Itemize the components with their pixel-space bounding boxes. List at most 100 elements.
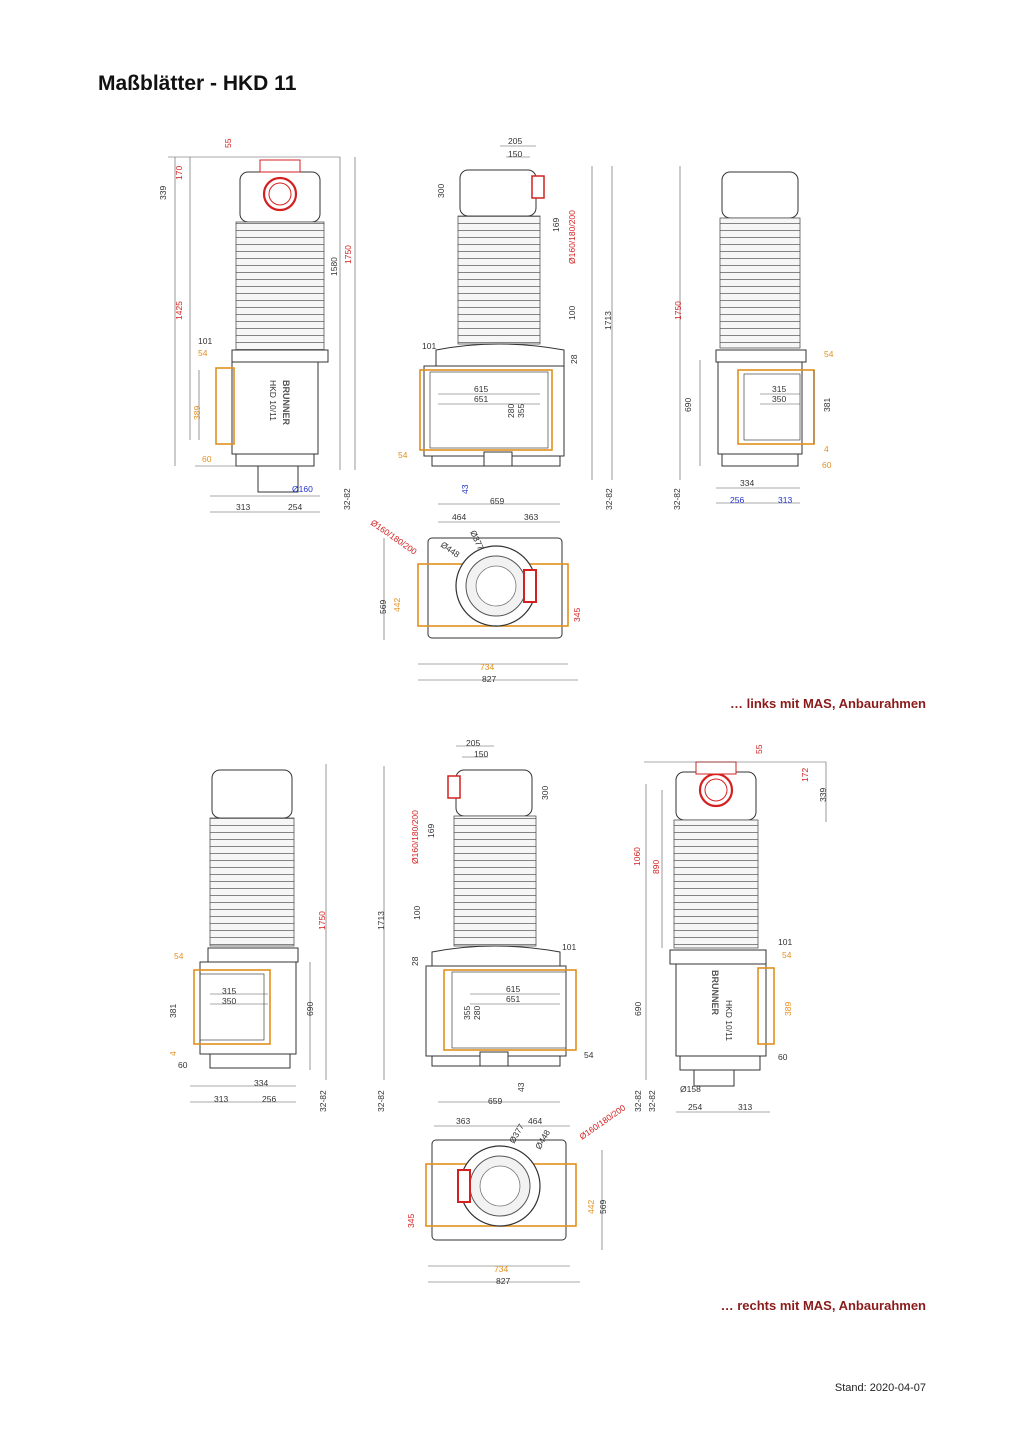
svg-text:Ø160: Ø160 <box>292 484 313 494</box>
svg-text:651: 651 <box>474 394 488 404</box>
svg-text:313: 313 <box>214 1094 228 1104</box>
view-links-top: 464 363 Ø160/180/200 Ø448 Ø377 569 442 3… <box>369 512 582 684</box>
svg-text:32-82: 32-82 <box>647 1090 657 1112</box>
svg-text:28: 28 <box>569 354 579 364</box>
svg-text:101: 101 <box>422 341 436 351</box>
svg-text:205: 205 <box>508 136 522 146</box>
model-label: HKD 10/11 <box>724 1000 734 1041</box>
svg-text:334: 334 <box>740 478 754 488</box>
view-rechts-front: 205 150 300 169 Ø160/180/200 100 28 1713… <box>376 738 594 1112</box>
convection-jacket <box>235 221 325 351</box>
svg-text:32-82: 32-82 <box>342 488 352 510</box>
svg-text:313: 313 <box>236 502 250 512</box>
view-links-right: 1750 690 315 350 381 54 4 60 334 256 313… <box>672 166 834 510</box>
svg-text:254: 254 <box>288 502 302 512</box>
svg-text:464: 464 <box>452 512 466 522</box>
stand-date: Stand: 2020-04-07 <box>834 1382 926 1394</box>
svg-text:101: 101 <box>778 937 792 947</box>
svg-text:54: 54 <box>824 349 834 359</box>
svg-text:54: 54 <box>174 951 184 961</box>
svg-text:381: 381 <box>168 1004 178 1018</box>
svg-text:Ø160/180/200: Ø160/180/200 <box>577 1102 627 1141</box>
svg-text:363: 363 <box>456 1116 470 1126</box>
svg-text:345: 345 <box>572 608 582 622</box>
svg-text:615: 615 <box>506 984 520 994</box>
page-title: Maßblätter - HKD 11 <box>98 72 297 95</box>
svg-text:55: 55 <box>223 138 233 148</box>
svg-text:101: 101 <box>562 942 576 952</box>
svg-text:345: 345 <box>406 1214 416 1228</box>
svg-text:32-82: 32-82 <box>633 1090 643 1112</box>
svg-text:442: 442 <box>586 1200 596 1214</box>
svg-text:54: 54 <box>398 450 408 460</box>
svg-text:1713: 1713 <box>603 311 613 330</box>
svg-text:690: 690 <box>305 1002 315 1016</box>
svg-text:569: 569 <box>378 600 388 614</box>
svg-text:28: 28 <box>410 956 420 966</box>
svg-text:315: 315 <box>772 384 786 394</box>
svg-text:734: 734 <box>494 1264 508 1274</box>
svg-text:60: 60 <box>822 460 832 470</box>
view-rechts-top: 363 464 Ø160/180/200 Ø448 Ø377 345 442 5… <box>406 1102 628 1286</box>
svg-text:339: 339 <box>818 788 828 802</box>
top-plate <box>231 349 329 363</box>
svg-text:32-82: 32-82 <box>672 488 682 510</box>
svg-text:205: 205 <box>466 738 480 748</box>
view-rechts-left: 1750 690 315 350 381 54 4 60 334 313 256… <box>168 764 328 1112</box>
svg-text:60: 60 <box>202 454 212 464</box>
svg-text:150: 150 <box>474 749 488 759</box>
svg-text:4: 4 <box>824 444 829 454</box>
svg-text:350: 350 <box>772 394 786 404</box>
svg-text:569: 569 <box>598 1200 608 1214</box>
svg-text:890: 890 <box>651 860 661 874</box>
svg-text:280: 280 <box>506 404 516 418</box>
svg-text:355: 355 <box>462 1006 472 1020</box>
svg-text:827: 827 <box>496 1276 510 1286</box>
model-label: HKD 10/11 <box>268 380 278 421</box>
svg-text:355: 355 <box>516 404 526 418</box>
svg-text:169: 169 <box>551 218 561 232</box>
caption-left: … links mit MAS, Anbaurahmen <box>730 696 926 711</box>
svg-text:54: 54 <box>782 950 792 960</box>
view-links-front: 205 150 300 169 Ø160/180/200 100 28 1713… <box>398 136 614 510</box>
svg-text:300: 300 <box>436 184 446 198</box>
svg-text:170: 170 <box>174 166 184 180</box>
svg-text:172: 172 <box>800 768 810 782</box>
svg-text:32-82: 32-82 <box>604 488 614 510</box>
brand-label: BRUNNER <box>710 970 720 1016</box>
base <box>235 453 315 467</box>
svg-text:651: 651 <box>506 994 520 1004</box>
svg-text:54: 54 <box>198 348 208 358</box>
svg-text:1750: 1750 <box>343 245 353 264</box>
svg-text:100: 100 <box>567 306 577 320</box>
svg-text:32-82: 32-82 <box>318 1090 328 1112</box>
svg-text:389: 389 <box>783 1002 793 1016</box>
svg-text:315: 315 <box>222 986 236 996</box>
svg-text:256: 256 <box>262 1094 276 1104</box>
svg-text:659: 659 <box>488 1096 502 1106</box>
svg-text:350: 350 <box>222 996 236 1006</box>
svg-text:100: 100 <box>412 906 422 920</box>
caption-right: … rechts mit MAS, Anbaurahmen <box>720 1298 926 1313</box>
svg-text:339: 339 <box>158 186 168 200</box>
svg-text:43: 43 <box>460 484 470 494</box>
svg-text:150: 150 <box>508 149 522 159</box>
svg-text:Ø160/180/200: Ø160/180/200 <box>567 210 577 264</box>
svg-text:Ø160/180/200: Ø160/180/200 <box>410 810 420 864</box>
brand-label: BRUNNER <box>281 380 291 426</box>
svg-text:60: 60 <box>778 1052 788 1062</box>
svg-text:254: 254 <box>688 1102 702 1112</box>
svg-text:300: 300 <box>540 786 550 800</box>
svg-text:1713: 1713 <box>376 911 386 930</box>
svg-text:313: 313 <box>738 1102 752 1112</box>
svg-text:Ø160/180/200: Ø160/180/200 <box>369 517 419 556</box>
svg-text:101: 101 <box>198 336 212 346</box>
svg-text:690: 690 <box>633 1002 643 1016</box>
svg-text:1425: 1425 <box>174 301 184 320</box>
svg-text:827: 827 <box>482 674 496 684</box>
svg-text:32-82: 32-82 <box>376 1090 386 1112</box>
svg-text:Ø158: Ø158 <box>680 1084 701 1094</box>
svg-text:169: 169 <box>426 824 436 838</box>
svg-text:442: 442 <box>392 598 402 612</box>
